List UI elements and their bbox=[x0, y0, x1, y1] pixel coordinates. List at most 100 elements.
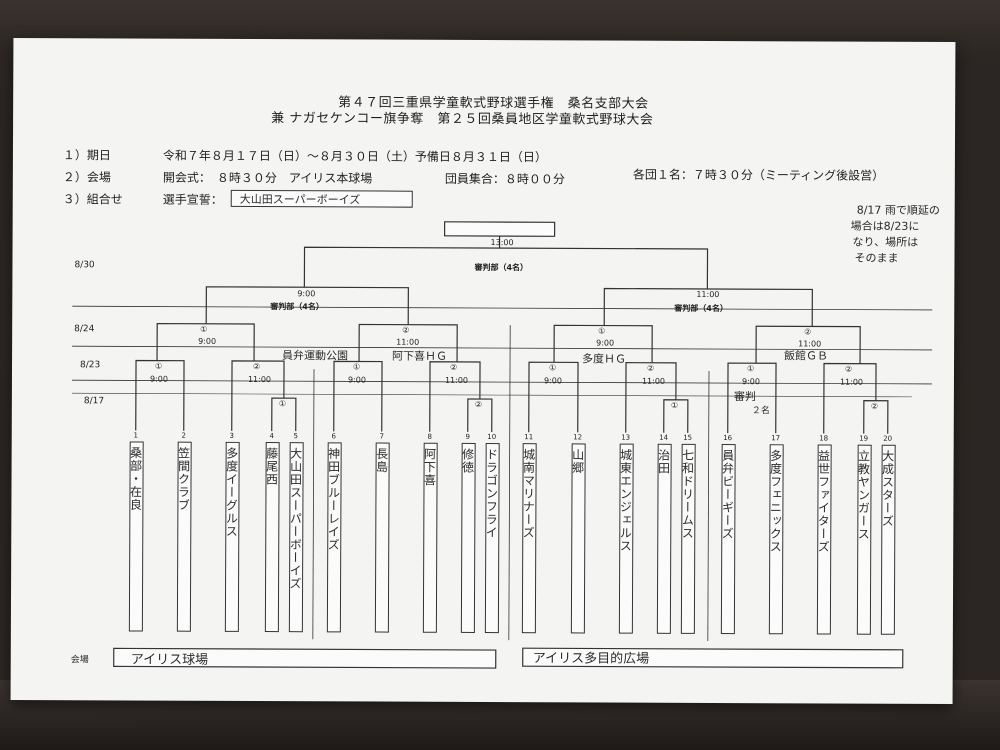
date-semis: 8/24 bbox=[74, 324, 95, 335]
team-seed: 11 bbox=[524, 433, 534, 442]
r2-match-time: 9:00 bbox=[741, 377, 760, 387]
team-seed: 17 bbox=[771, 434, 781, 443]
date-final: 8/30 bbox=[74, 260, 95, 271]
date-quarters: 8/23 bbox=[79, 360, 101, 371]
date-round1: 8/17 bbox=[83, 396, 105, 407]
rain-note-1: 8/17 雨で順延の bbox=[856, 203, 940, 217]
oath-box: 大山田スーパーボーイズ bbox=[230, 189, 413, 208]
title-line-2: 兼 ナガセケンコー旗争奪 第２５回桑員地区学童軟式野球大会 bbox=[271, 111, 654, 128]
venue-right: アイリス多目的広場 bbox=[532, 651, 650, 667]
semi-2-umpire: 審判部（4名） bbox=[674, 303, 728, 314]
qf-1-time: 9:00 bbox=[198, 336, 217, 346]
team-seed: 6 bbox=[331, 432, 336, 441]
oath-team: 大山田スーパーボーイズ bbox=[239, 192, 361, 207]
r2-match-num: ② bbox=[844, 364, 853, 374]
qf-3-time: 9:00 bbox=[596, 338, 615, 348]
r1-match-num: ② bbox=[870, 401, 879, 411]
team-seed: 10 bbox=[487, 433, 497, 442]
team-name: 治田 bbox=[656, 448, 671, 475]
team-name: 藤尾西 bbox=[264, 447, 279, 487]
team-seed: 12 bbox=[573, 433, 583, 442]
umpire-note-2: ２名 bbox=[751, 406, 770, 417]
qf-3-num: ① bbox=[598, 326, 606, 336]
venue-label: ２）会場 bbox=[62, 170, 111, 185]
team-seed: 14 bbox=[659, 433, 669, 442]
team-name: ドラゴンフライ bbox=[484, 448, 499, 540]
team-seed: 9 bbox=[465, 432, 470, 441]
period-value: 令和７年８月１７日（日）～８月３０日（土）予備日８月３１日（日） bbox=[162, 148, 547, 165]
team-name: 大成スターズ bbox=[880, 449, 895, 528]
team-name: 立教ヤンガース bbox=[856, 449, 871, 541]
team-seed: 5 bbox=[293, 432, 298, 441]
team-name: 多度イーグルス bbox=[224, 446, 239, 538]
r2-match-time: 11:00 bbox=[641, 376, 666, 386]
draw-label: ３）組合せ bbox=[62, 192, 123, 207]
team-name: 笠間クラブ bbox=[176, 446, 191, 512]
team-name: 七和ドリームス bbox=[680, 448, 695, 540]
semi-2-time: 11:00 bbox=[696, 289, 720, 300]
r1-match-num: ① bbox=[670, 400, 679, 410]
team-name: 員弁ビーギーズ bbox=[720, 449, 735, 541]
r2-match-time: 11:00 bbox=[839, 377, 864, 387]
bracket-sheet: 第４７回三重県学童軟式野球選手権 桑名支部大会 兼 ナガセケンコー旗争奪 第２５… bbox=[10, 37, 956, 705]
semi-1-umpire: 審判部（4名） bbox=[270, 302, 324, 312]
team-seed: 4 bbox=[269, 432, 274, 441]
per-team-note: 各団１名：７時３０分（ミーティング後設営） bbox=[632, 167, 885, 183]
oath-label: 選手宣誓： bbox=[162, 192, 223, 207]
qf-2-time: 11:00 bbox=[396, 337, 420, 347]
team-seed: 2 bbox=[181, 431, 186, 440]
r2-match-num: ② bbox=[449, 362, 458, 372]
venue-row-label: 会場 bbox=[70, 655, 89, 666]
r2-match-num: ① bbox=[548, 363, 557, 373]
team-seed: 1 bbox=[133, 431, 138, 440]
team-seed: 20 bbox=[883, 434, 893, 443]
bracket-lines bbox=[71, 221, 933, 669]
team-name: 桑部・在良 bbox=[128, 446, 143, 512]
team-name: 城南マリナーズ bbox=[521, 448, 536, 540]
team-seed: 3 bbox=[229, 431, 234, 440]
r2-match-time: 11:00 bbox=[444, 375, 469, 385]
rain-note-2: 場合は8/23に bbox=[850, 219, 920, 233]
r1-match-num: ② bbox=[474, 399, 483, 409]
qf-2-num: ② bbox=[402, 325, 410, 335]
venue-note-d: 飯館ＧＢ bbox=[784, 349, 829, 363]
r1-match-num: ① bbox=[278, 399, 287, 409]
r2-match-num: ② bbox=[646, 363, 655, 373]
team-name: 長島 bbox=[374, 447, 389, 474]
final-umpire: 審判部（4名） bbox=[474, 262, 529, 273]
team-name: 大山田スーパーボーイズ bbox=[288, 447, 303, 591]
final-time: 13:00 bbox=[490, 238, 514, 248]
r2-match-num: ① bbox=[352, 362, 361, 372]
opening-ceremony: 開会式： ８時３０分 アイリス本球場 bbox=[162, 170, 373, 186]
team-name: 城東エンジェルス bbox=[618, 448, 633, 553]
team-seed: 8 bbox=[427, 432, 432, 441]
venue-note-b: 阿下喜ＨＧ bbox=[392, 349, 448, 363]
rain-note-4: そのまま bbox=[854, 251, 899, 265]
gathering-time: 団員集合：８時００分 bbox=[444, 171, 565, 187]
qf-4-num: ② bbox=[804, 327, 812, 337]
team-seed: 18 bbox=[819, 434, 829, 443]
venue-note-c: 多度ＨＧ bbox=[582, 352, 627, 366]
team-seed: 15 bbox=[683, 433, 693, 442]
team-name: 多度フェニックス bbox=[768, 449, 783, 554]
umpire-note-1: 審判 bbox=[733, 390, 756, 404]
qf-1-num: ① bbox=[200, 324, 208, 334]
venue-left: アイリス球場 bbox=[130, 652, 209, 668]
team-seed: 13 bbox=[621, 433, 631, 442]
r2-match-time: 9:00 bbox=[347, 375, 366, 385]
team-name: 益世ファイターズ bbox=[816, 449, 831, 554]
semi-1-time: 9:00 bbox=[297, 289, 316, 299]
r2-match-num: ① bbox=[154, 361, 163, 371]
team-name: 阿下喜 bbox=[422, 447, 437, 487]
r2-match-time: 9:00 bbox=[543, 376, 562, 386]
team-seed: 7 bbox=[379, 432, 384, 441]
team-name: 修徳 bbox=[460, 447, 475, 474]
r2-match-num: ② bbox=[252, 361, 261, 372]
period-label: １）期日 bbox=[62, 148, 111, 163]
r2-match-time: 9:00 bbox=[149, 374, 168, 384]
r2-match-time: 11:00 bbox=[247, 374, 272, 385]
team-seed: 16 bbox=[723, 434, 733, 443]
team-name: 山郷 bbox=[570, 448, 585, 475]
rain-note-3: なり、場所は bbox=[852, 235, 919, 249]
team-name: 神田ブルーレイズ bbox=[326, 447, 341, 552]
